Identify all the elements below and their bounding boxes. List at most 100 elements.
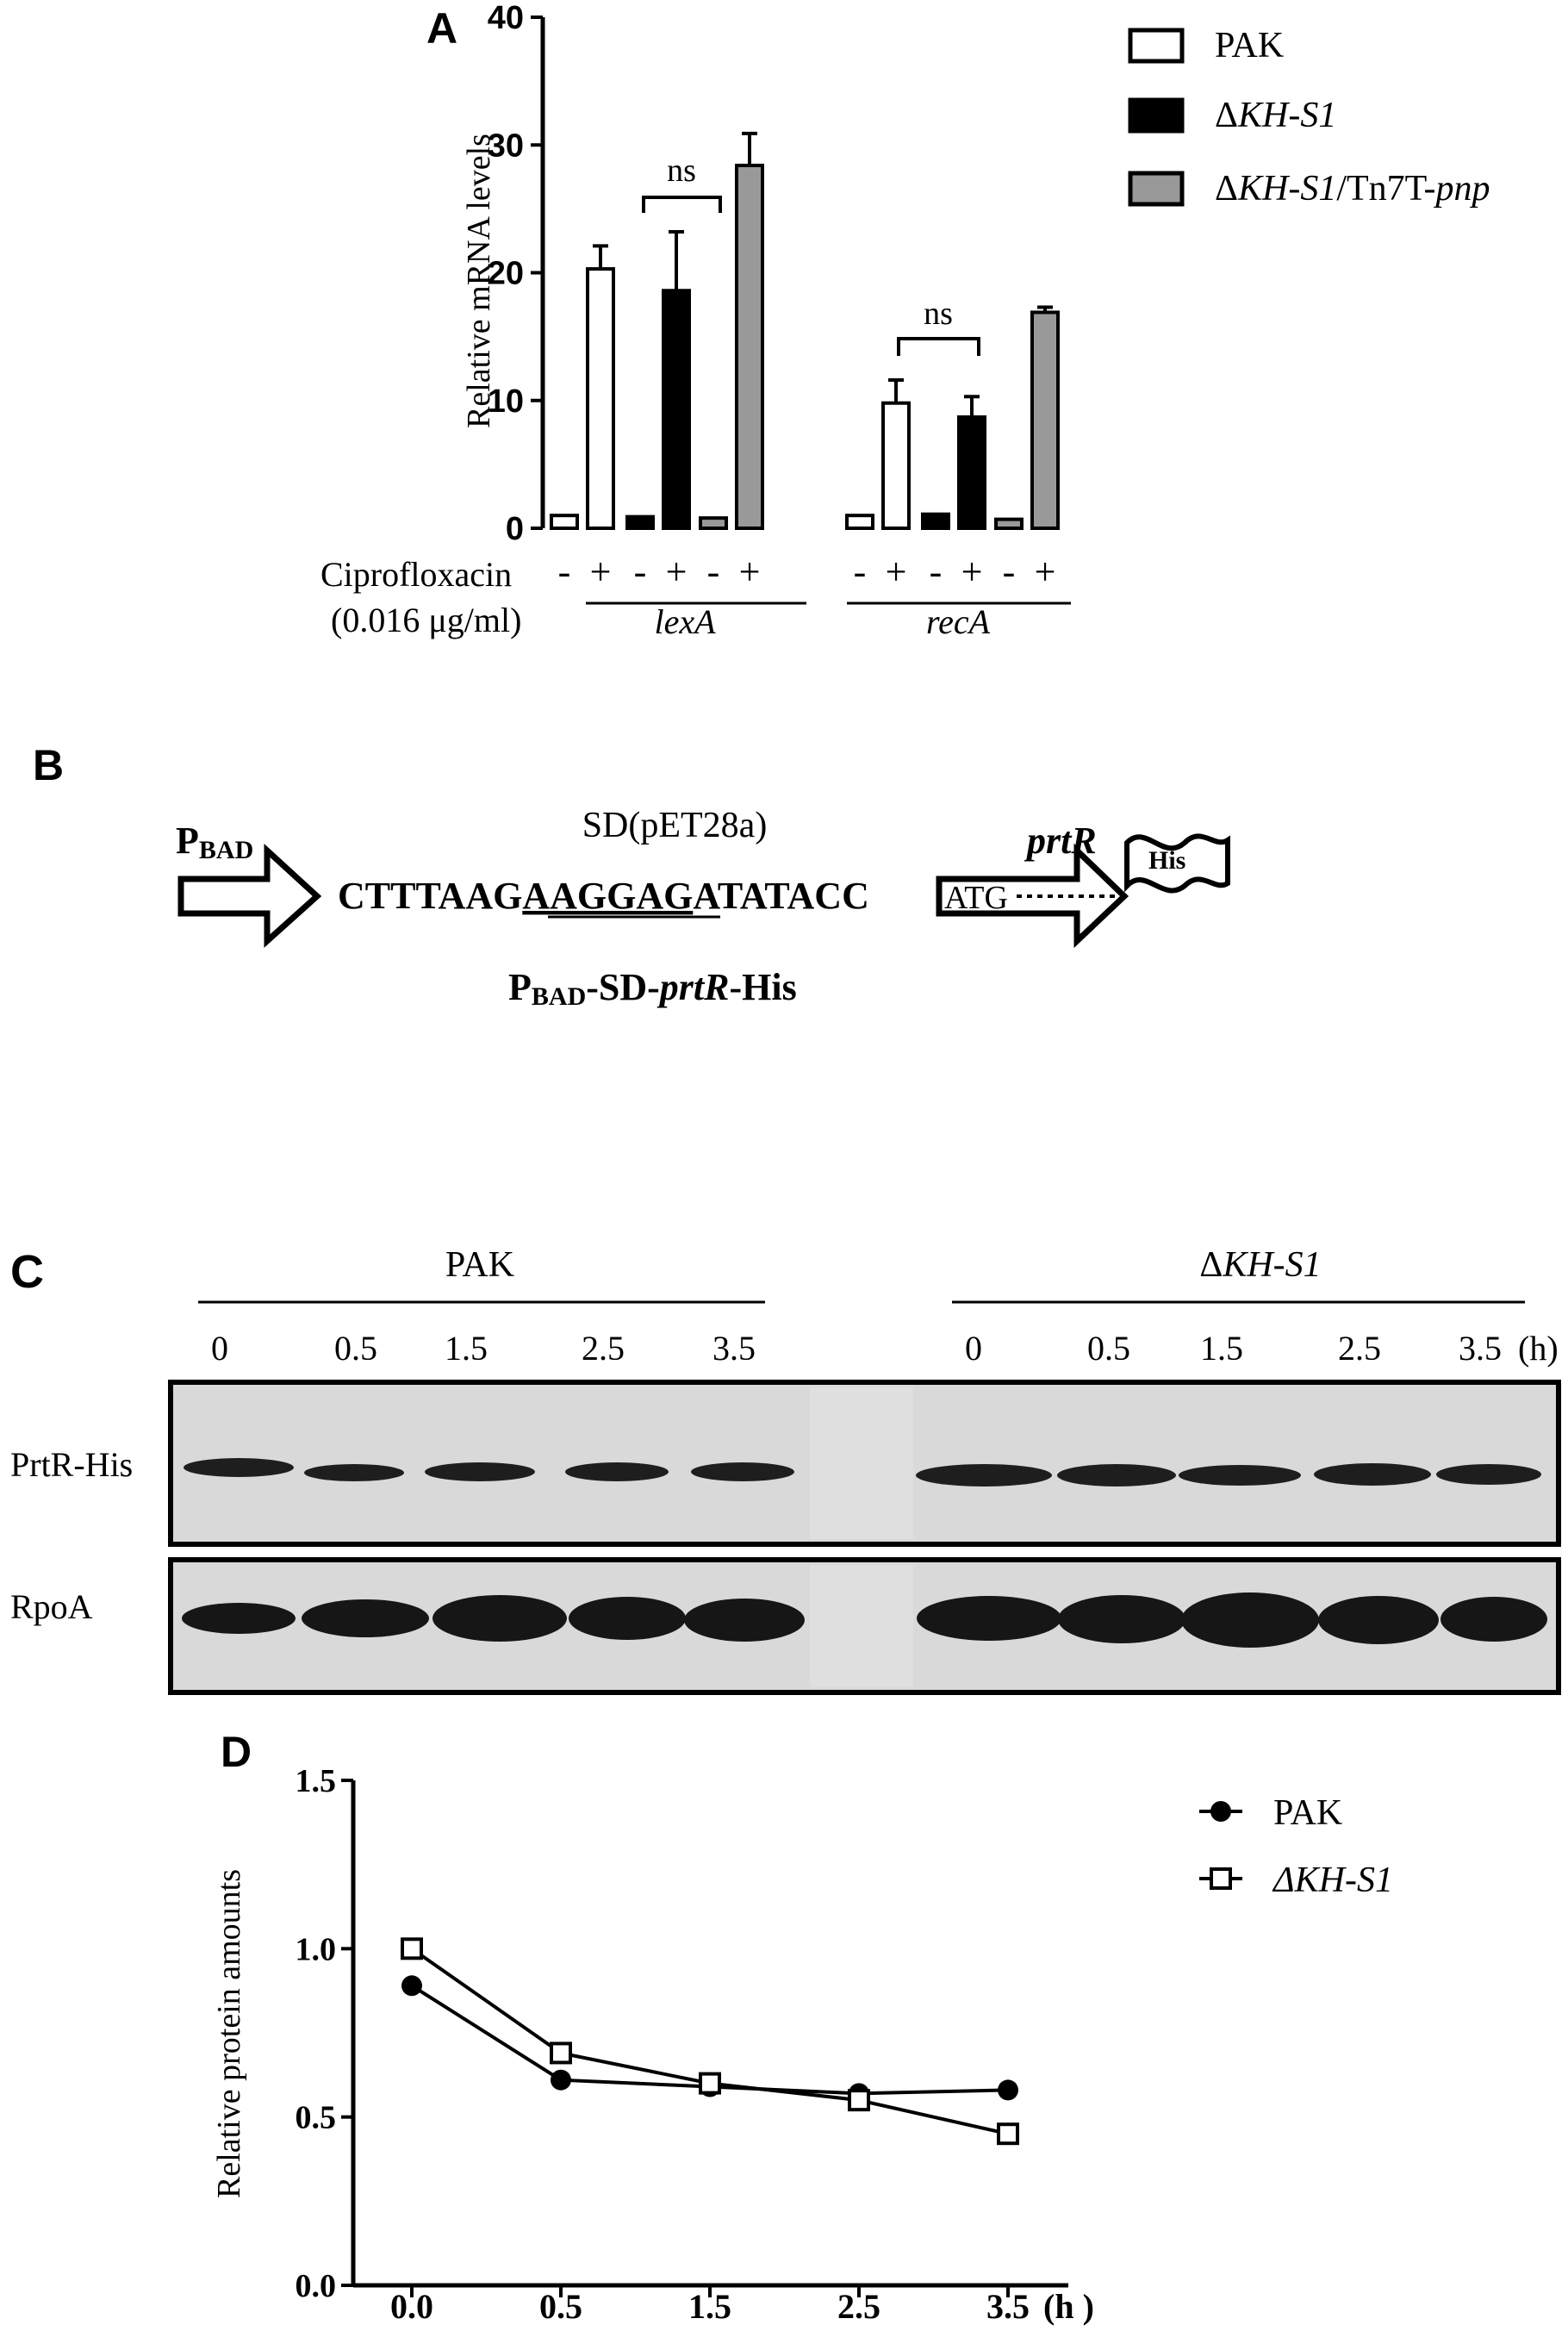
y-tick-label: 30 <box>488 128 524 164</box>
treatment-signs: -+-+-+-+-+-+ <box>558 551 1056 593</box>
bar--kh-s1-tn7t-pnp-reca- <box>994 517 1024 530</box>
x-unit-label: (h ) <box>1043 2287 1094 2326</box>
plus-sign: + <box>590 551 612 593</box>
panel-d-series <box>401 1937 1019 2146</box>
timepoint-label: 0 <box>211 1329 228 1368</box>
band-rpoa-khs1-0 <box>917 1596 1061 1641</box>
timepoint-label: 2.5 <box>582 1329 625 1368</box>
y-tick-label: 40 <box>488 0 524 36</box>
bar--kh-s1-reca- <box>957 415 986 530</box>
timepoint-label: 3.5 <box>1459 1329 1502 1368</box>
plus-sign: + <box>739 551 761 593</box>
sd-label: SD(pET28a) <box>582 806 768 845</box>
panel-a-label: A <box>426 4 457 53</box>
group-label-khs1: ΔKH-S1 <box>1199 1245 1321 1285</box>
ciprofloxacin-concentration: (0.016 μg/ml) <box>331 601 521 639</box>
construct-name: PBAD-SD-prtR-His <box>508 966 797 1011</box>
minus-sign: - <box>707 551 720 593</box>
ns-label-reca: ns <box>924 296 953 332</box>
band-rpoa-khs1-2.5 <box>1318 1596 1439 1644</box>
band-rpoa-pak-1.5 <box>432 1595 567 1642</box>
band-rpoa-pak-0.5 <box>302 1599 429 1637</box>
band-prtr-khs1-0.5 <box>1057 1464 1176 1486</box>
x-tick-label: 0.5 <box>539 2287 582 2326</box>
gene-label-lexa: lexA <box>654 602 716 641</box>
panel-d: D Relative protein amounts 0.00.51.01.50… <box>211 1728 1393 2326</box>
legend-swatch-pak <box>1128 28 1185 64</box>
bar--kh-s1-lexa- <box>625 514 655 530</box>
legend-label-complement: ΔKH-S1/Tn7T-pnp <box>1215 169 1490 209</box>
promoter-label: PBAD <box>176 820 253 864</box>
sequence: CTTTAAGAAGGAGATATACC <box>338 875 869 917</box>
plus-sign: + <box>886 551 907 593</box>
bar--kh-s1-tn7t-pnp-lexa- <box>735 163 764 530</box>
ns-label-lexa: ns <box>667 153 696 189</box>
timepoint-label: 0 <box>965 1329 982 1368</box>
band-prtr-pak-2.5 <box>565 1462 669 1481</box>
band-rpoa-pak-3.5 <box>684 1599 805 1642</box>
timepoint-label: 1.5 <box>445 1329 488 1368</box>
plus-sign: + <box>666 551 688 593</box>
panel-a-bars <box>550 131 1060 531</box>
band-rpoa-khs1-1.5 <box>1181 1592 1319 1648</box>
legend-label-pak: PAK <box>1215 26 1284 65</box>
y-tick-label: 0.0 <box>296 2268 337 2304</box>
minus-sign: - <box>558 551 571 593</box>
timepoint-label: 3.5 <box>712 1329 756 1368</box>
bar--kh-s1-tn7t-pnp-lexa- <box>699 516 728 531</box>
band-prtr-khs1-0 <box>916 1464 1052 1486</box>
legend-label-khs1: ΔKH-S1 <box>1215 96 1336 135</box>
y-tick-label: 1.0 <box>296 1931 337 1967</box>
band-rpoa-khs1-3.5 <box>1440 1597 1547 1642</box>
minus-sign: - <box>634 551 647 593</box>
legend-label-khs1-d: ΔKH-S1 <box>1272 1860 1393 1900</box>
ns-bracket-reca: ns <box>897 296 980 356</box>
point-khs1 <box>401 1937 423 1960</box>
timepoint-label: 2.5 <box>1338 1329 1381 1368</box>
band-rpoa-pak-2.5 <box>569 1597 686 1640</box>
ns-bracket-lexa: ns <box>642 153 722 213</box>
x-tick-label: 1.5 <box>688 2287 731 2326</box>
y-tick-label: 0 <box>506 511 524 547</box>
panel-b-label: B <box>33 741 64 789</box>
panel-d-label: D <box>221 1728 252 1776</box>
plus-sign: + <box>961 551 983 593</box>
minus-sign: - <box>1003 551 1016 593</box>
minus-sign: - <box>930 551 943 593</box>
y-tick-label: 1.5 <box>296 1763 337 1799</box>
legend-marker-pak <box>1210 1801 1231 1822</box>
timepoint-label: 1.5 <box>1200 1329 1243 1368</box>
x-tick-label: 3.5 <box>986 2287 1030 2326</box>
blot-rpoa <box>168 1557 1561 1695</box>
point-khs1 <box>550 2041 572 2065</box>
point-khs1 <box>997 2122 1019 2146</box>
time-unit: (h) <box>1518 1329 1559 1368</box>
y-tick-label: 0.5 <box>296 2100 337 2136</box>
ciprofloxacin-label: Ciprofloxacin <box>320 555 512 594</box>
blot-prtr-his <box>168 1380 1561 1547</box>
start-codon: ATG <box>944 880 1008 916</box>
panel-c-label: C <box>10 1246 44 1298</box>
band-prtr-khs1-3.5 <box>1436 1464 1541 1485</box>
plus-sign: + <box>1035 551 1056 593</box>
band-prtr-khs1-1.5 <box>1179 1465 1301 1486</box>
band-prtr-khs1-2.5 <box>1314 1463 1431 1486</box>
y-tick-label: 20 <box>488 256 524 292</box>
minus-sign: - <box>854 551 867 593</box>
point-pak <box>551 2069 571 2091</box>
bar--kh-s1-tn7t-pnp-reca- <box>1030 310 1060 530</box>
band-rpoa-pak-0 <box>182 1603 296 1634</box>
gene-label-reca: recA <box>926 602 991 641</box>
bar-pak-reca- <box>845 514 874 530</box>
legend-label-pak-d: PAK <box>1273 1793 1342 1833</box>
bar--kh-s1-reca- <box>921 512 950 531</box>
band-rpoa-khs1-0.5 <box>1058 1595 1185 1643</box>
legend-marker-khs1 <box>1210 1867 1232 1890</box>
panel-b: B PBAD SD(pET28a) CTTTAAGAAGGAGATATACC p… <box>33 741 1230 1011</box>
row-label-prtr-his: PrtR-His <box>10 1445 133 1484</box>
